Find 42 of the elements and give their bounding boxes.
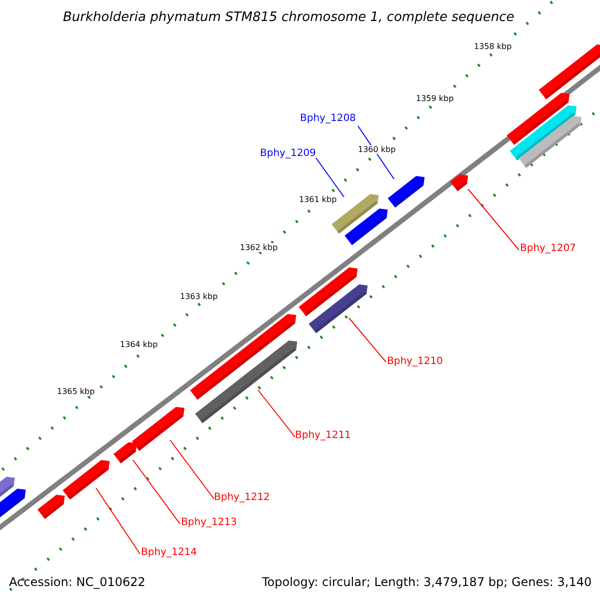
gene-label: Bphy_1208 (300, 113, 356, 124)
leader-line (348, 318, 386, 362)
leader-line (96, 488, 140, 554)
gene-label: Bphy_1212 (214, 492, 270, 503)
scale-label: 1361 kbp (299, 195, 337, 204)
gene-label: Bphy_1213 (181, 517, 237, 528)
topology-text: Topology: circular; Length: 3,479,187 bp; Genes: 3,140 (262, 575, 592, 589)
gene-bar (62, 460, 110, 500)
gene-bar (344, 208, 388, 246)
gene-bar (113, 442, 137, 464)
leader-line (258, 390, 296, 438)
gene-bar (132, 406, 184, 451)
scale-label: 1365 kbp (57, 387, 95, 396)
scale-label: 1362 kbp (240, 243, 278, 252)
gene-bar (450, 174, 468, 192)
gene-bar (0, 488, 26, 520)
gene-label: Bphy_1209 (260, 148, 316, 159)
gene-bar (388, 176, 425, 208)
accession-text: Accession: NC_010622 (9, 575, 146, 589)
gene-label: Bphy_1214 (141, 547, 197, 558)
gene-bar (190, 314, 296, 400)
gene-bar (195, 340, 298, 424)
leader-line (170, 440, 214, 500)
leader-line (468, 188, 520, 250)
gene-bar (510, 105, 577, 160)
gene-bar (308, 284, 368, 334)
map-title: Burkholderia phymatum STM815 chromosome 1, complete sequence (63, 10, 514, 25)
gene-bar (506, 92, 570, 145)
gene-label: Bphy_1207 (520, 243, 576, 254)
gene-bar (37, 494, 65, 519)
gene-bar (538, 44, 600, 100)
gene-label: Bphy_1210 (387, 356, 443, 367)
scale-label: 1363 kbp (180, 292, 218, 301)
leader-line (132, 460, 180, 524)
gene-label: Bphy_1211 (295, 430, 351, 441)
scale-label: 1364 kbp (120, 340, 158, 349)
gene-bar (298, 267, 358, 316)
gene-bar (518, 116, 582, 168)
scale-label: 1358 kbp (474, 42, 512, 51)
leader-line (316, 158, 344, 198)
scale-label: 1360 kbp (358, 145, 396, 154)
scale-label: 1359 kbp (416, 94, 454, 103)
